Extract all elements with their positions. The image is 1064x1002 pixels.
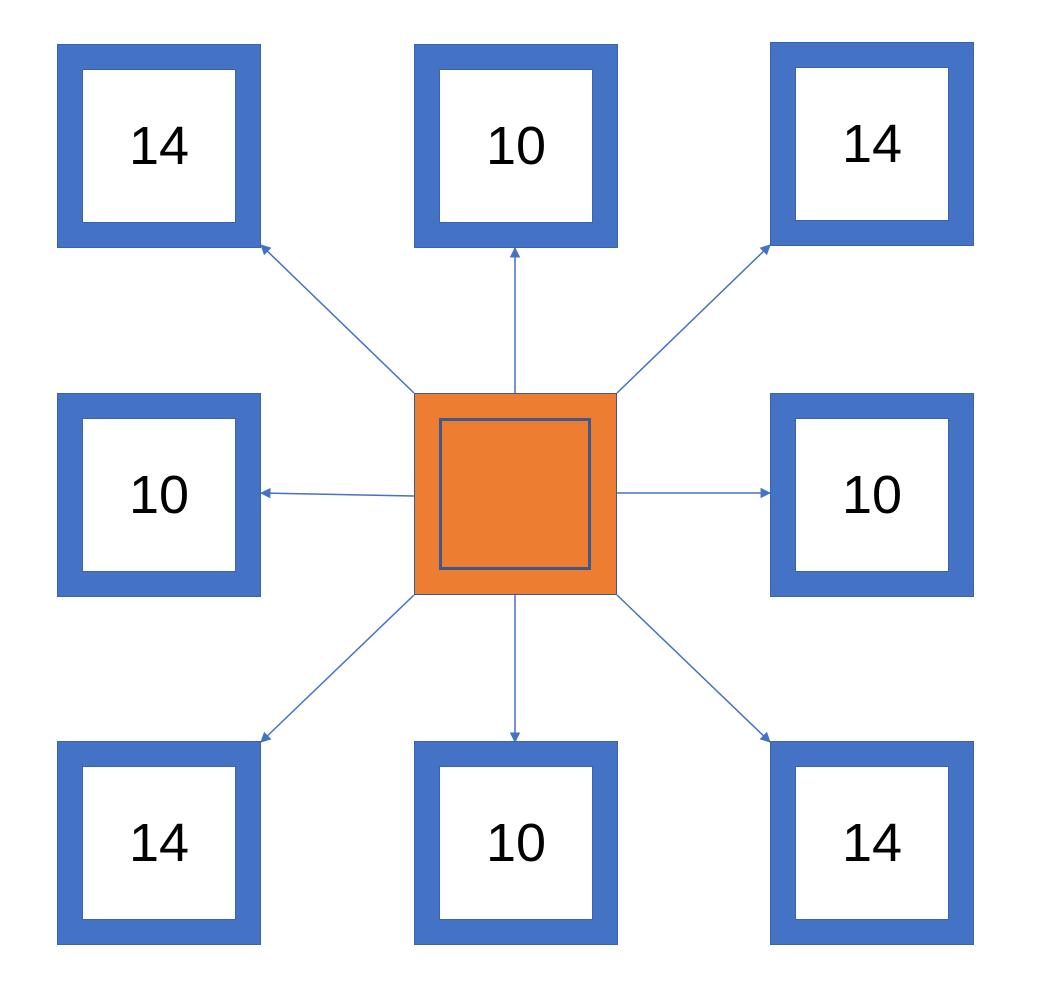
cell-top-center-inner: 10 bbox=[439, 69, 593, 223]
cell-bottom-right-value: 14 bbox=[841, 813, 903, 873]
cell-bottom-right-inner: 14 bbox=[795, 766, 949, 920]
cell-middle-left: 10 bbox=[57, 393, 261, 597]
cell-top-center: 10 bbox=[414, 44, 618, 248]
cell-middle-right-value: 10 bbox=[841, 465, 903, 525]
cell-middle-left-inner: 10 bbox=[82, 418, 236, 572]
arrow-to-bottom-left bbox=[260, 594, 415, 743]
arrow-to-top-left bbox=[260, 244, 415, 394]
cell-bottom-left-value: 14 bbox=[128, 813, 190, 873]
arrow-to-bottom-right bbox=[616, 594, 771, 743]
cell-bottom-left: 14 bbox=[57, 741, 261, 945]
arrow-to-middle-left bbox=[259, 487, 415, 499]
cell-middle-left-value: 10 bbox=[128, 465, 190, 525]
cell-top-right-inner: 14 bbox=[795, 67, 949, 221]
cell-bottom-center-value: 10 bbox=[485, 813, 547, 873]
cell-top-left-value: 14 bbox=[128, 116, 190, 176]
center-cell bbox=[414, 393, 617, 595]
cell-bottom-center-inner: 10 bbox=[439, 766, 593, 920]
cell-top-left-inner: 14 bbox=[82, 69, 236, 223]
cell-top-left: 14 bbox=[57, 44, 261, 248]
cell-bottom-right: 14 bbox=[770, 741, 974, 945]
cell-top-right-value: 14 bbox=[841, 114, 903, 174]
cell-bottom-left-inner: 14 bbox=[82, 766, 236, 920]
arrow-to-top-right bbox=[616, 244, 771, 394]
cell-middle-right-inner: 10 bbox=[795, 418, 949, 572]
cell-top-center-value: 10 bbox=[485, 116, 547, 176]
center-cell-inner bbox=[439, 418, 591, 570]
cell-middle-right: 10 bbox=[770, 393, 974, 597]
cell-bottom-center: 10 bbox=[414, 741, 618, 945]
cell-top-right: 14 bbox=[770, 42, 974, 246]
